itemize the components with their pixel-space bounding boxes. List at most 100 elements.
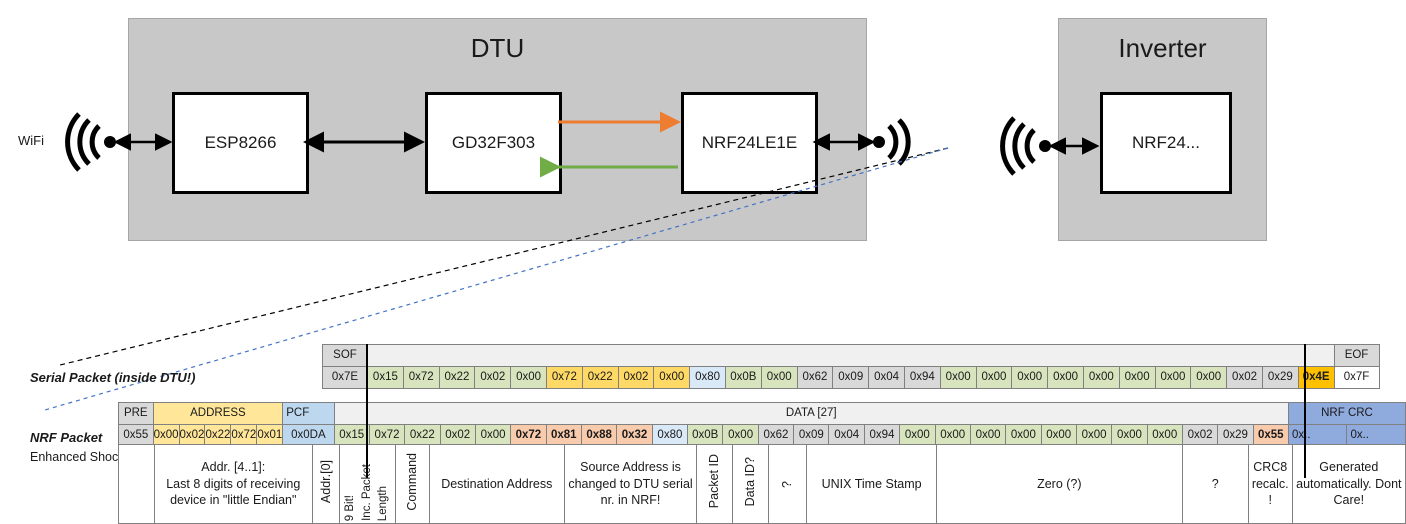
serial-byte-21: 0x00 [1118,366,1156,389]
block-diagram: DTU Inverter ESP8266 GD32F303 NRF24LE1E … [18,18,1267,241]
serial-byte-19: 0x00 [1047,366,1084,389]
serial-byte-11: 0x00 [760,366,798,389]
nrf-byte-6: 0x81 [545,424,582,447]
serial-eof-header: EOF [1333,344,1380,367]
nrf-address-byte-4: 0x01 [256,424,284,447]
desc-pcf-c: Length [377,485,390,521]
chip-nrf24le1e: NRF24LE1E [681,92,818,194]
nrf-pcf-header: PCF [282,402,335,425]
serial-sof-header: SOF [322,344,368,367]
serial-byte-10: 0x0B [724,366,762,389]
serial-byte-17: 0x00 [975,366,1013,389]
nrf-address-header: ADDRESS [152,402,284,425]
serial-byte-5: 0x72 [545,366,583,389]
nrf-byte-3: 0x02 [439,424,476,447]
serial-byte-2: 0x22 [438,366,476,389]
nrf-byte-15: 0x94 [863,424,901,447]
nrf-crc-header: NRF CRC [1287,402,1406,425]
nrf-byte-20: 0x00 [1040,424,1077,447]
wifi-label: WiFi [18,133,44,148]
nrf-byte-9: 0x80 [651,424,689,447]
nrf-address-byte-1: 0x02 [178,424,206,447]
desc-unknown-1: ? [767,444,808,524]
desc-command: Command [394,444,430,524]
packet-tables: Serial Packet (inside DTU!) NRF Packet E… [0,340,1406,524]
serial-byte-3: 0x02 [474,366,512,389]
serial-byte-15: 0x94 [903,366,941,389]
serial-byte-18: 0x00 [1011,366,1049,389]
nrf-address-byte-3: 0x72 [230,424,258,447]
desc-address-note: Addr. [4..1]:Last 8 digits of receiving … [153,444,313,524]
serial-byte-1: 0x72 [402,366,440,389]
desc-unix-time: UNIX Time Stamp [806,444,938,524]
packet-description-table: Addr. [4..1]:Last 8 digits of receiving … [118,444,1406,524]
nrf-byte-19: 0x00 [1005,424,1042,447]
nrf-packet-label: NRF Packet [30,430,103,445]
serial-byte-0: 0x15 [367,366,404,389]
desc-address-note-text: Addr. [4..1]:Last 8 digits of receiving … [166,459,301,508]
serial-byte-16: 0x00 [939,366,977,389]
nrf-byte-4: 0x00 [474,424,512,447]
wifi-antenna-icon [65,112,116,172]
nrf-byte-14: 0x04 [828,424,865,447]
nrf-byte-21: 0x00 [1075,424,1113,447]
nrf-byte-8: 0x32 [616,424,653,447]
serial-byte-26: 0x4E [1297,366,1335,389]
packet-boundary-right [1304,344,1306,478]
serial-byte-12: 0x62 [796,366,834,389]
serial-byte-7: 0x02 [617,366,655,389]
nrf-pcf-value: 0x0DA [282,424,335,447]
dtu-title: DTU [470,33,525,63]
nrf-packet-table: PRE ADDRESS PCF DATA [27] NRF CRC 0x55 0… [118,402,1406,447]
desc-pcf-a: 9 Bit! [344,494,357,521]
chip-nrf24-inverter: NRF24... [1100,92,1232,194]
nrf-antenna-icon-dtu [873,118,911,166]
serial-byte-14: 0x04 [868,366,905,389]
serial-byte-4: 0x00 [510,366,547,389]
chip-esp8266: ESP8266 [172,92,309,194]
nrf-byte-10: 0x0B [687,424,724,447]
desc-nrf-crc-note: Generated automatically. Dont Care! [1291,444,1406,524]
serial-byte-6: 0x22 [581,366,619,389]
nrf-data-header: DATA [27] [333,402,1289,425]
serial-byte-8: 0x00 [653,366,691,389]
serial-byte-13: 0x09 [832,366,870,389]
nrf-byte-5: 0x72 [510,424,547,447]
serial-packet-label: Serial Packet (inside DTU!) [30,370,196,385]
desc-pre [118,444,155,524]
nrf-pre-header: PRE [118,402,154,425]
inverter-title: Inverter [1118,33,1207,63]
nrf-address-byte-2: 0x22 [204,424,232,447]
serial-eof-value: 0x7F [1333,366,1380,389]
desc-unknown-2: ? [1181,444,1249,524]
desc-addr0: Addr.[0] [311,444,341,524]
serial-byte-23: 0x00 [1190,366,1228,389]
serial-sof-value: 0x7E [322,366,368,389]
serial-byte-25: 0x29 [1261,366,1299,389]
nrf-header-row: PRE ADDRESS PCF DATA [27] NRF CRC [118,402,1406,425]
chip-gd32f303: GD32F303 [425,92,562,194]
serial-header-row: SOF EOF [322,344,1380,367]
serial-data-header-empty [367,344,1335,367]
desc-source-note: Source Address is changed to DTU serial … [563,444,698,524]
desc-packet-id: Packet ID [696,444,734,524]
serial-byte-9: 0x80 [689,366,726,389]
serial-byte-20: 0x00 [1082,366,1120,389]
nrf-byte-0: 0x15 [333,424,370,447]
nrf-byte-24: 0x02 [1181,424,1219,447]
desc-data-id: Data ID? [732,444,769,524]
nrf-byte-2: 0x22 [404,424,441,447]
serial-byte-22: 0x00 [1154,366,1192,389]
nrf-antenna-icon-inverter [1000,116,1051,176]
desc-destination-address: Destination Address [428,444,565,524]
desc-crc8: CRC8 recalc. ! [1247,444,1293,524]
nrf-pre-value: 0x55 [118,424,154,447]
packet-boundary-left [366,344,368,478]
desc-zero: Zero (?) [936,444,1183,524]
nrf-byte-22: 0x00 [1111,424,1148,447]
nrf-crc-byte-1: 0x.. [1346,424,1406,447]
nrf-crc-byte-0: 0x.. [1287,424,1348,447]
serial-byte-24: 0x02 [1226,366,1263,389]
